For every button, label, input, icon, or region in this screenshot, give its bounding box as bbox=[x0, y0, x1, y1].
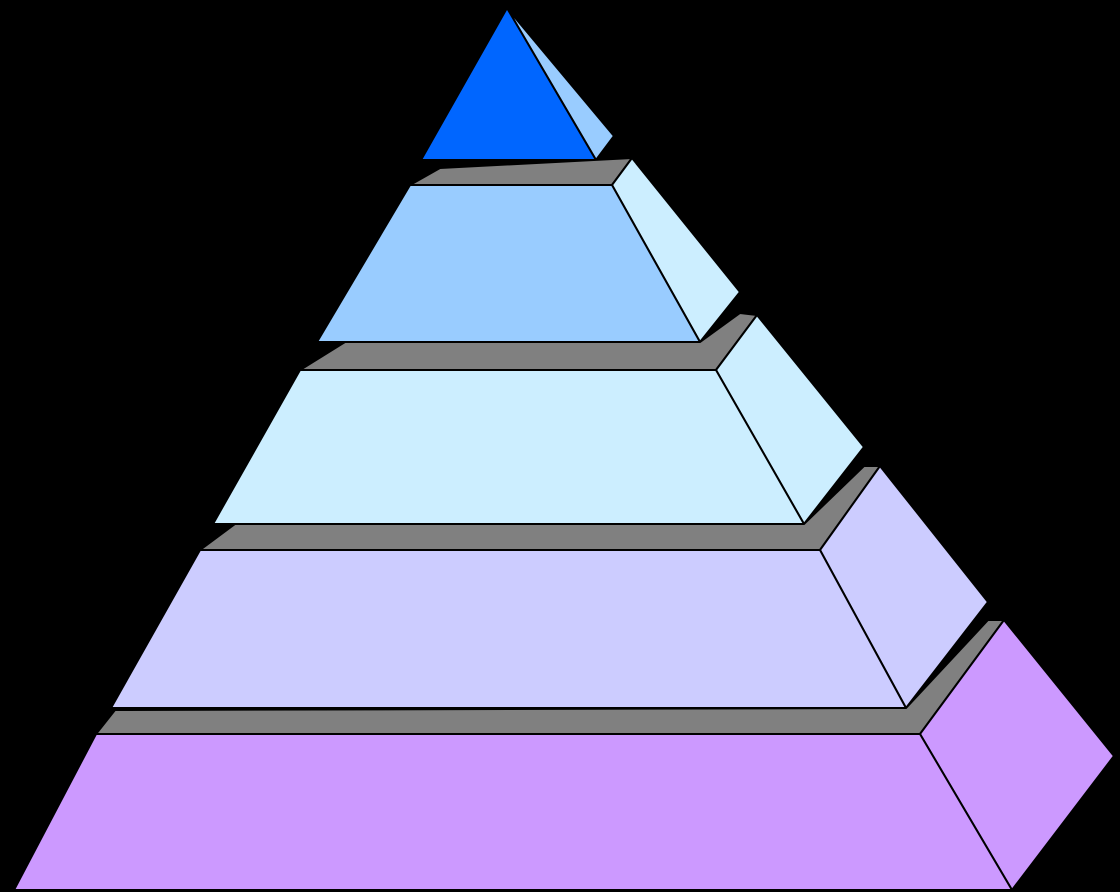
pyramid-layer-3-front-face bbox=[211, 369, 806, 525]
pyramid-layer-5-front-face bbox=[12, 733, 1014, 891]
pyramid-layer-1-front-face bbox=[419, 5, 598, 161]
pyramid-layer-4-front-face bbox=[109, 549, 908, 709]
